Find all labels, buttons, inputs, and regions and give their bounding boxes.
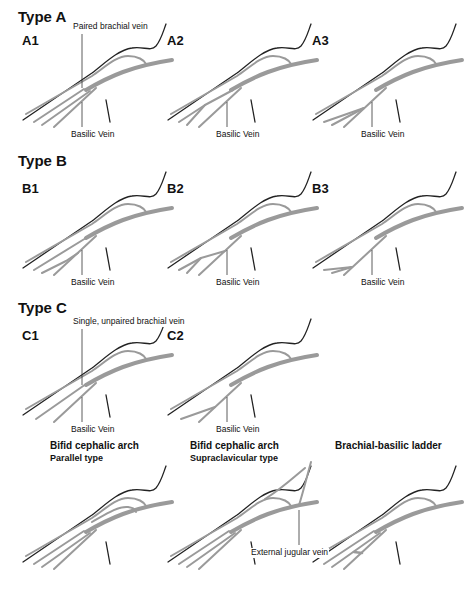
leader-line [82,250,83,275]
variant-ladder [313,466,462,569]
brachial-vein [181,407,215,419]
section-heading: Type A [18,8,66,25]
variant-a2 [168,24,317,127]
panel-label: A1 [22,34,39,49]
leader-line [299,510,300,545]
brachial-vein [187,533,235,567]
brachial-vein [42,253,78,273]
ladder-rung [354,552,362,553]
variant-c2 [168,319,317,422]
vein-label: Basilic Vein [215,425,260,435]
variant-a3 [313,24,462,127]
variant-b2 [168,172,317,275]
vein-label: Basilic Vein [360,130,405,140]
variant-c1 [23,319,172,422]
leader-line [227,397,228,422]
variant-a1 [23,24,172,127]
arm [313,24,462,127]
arm [23,24,172,127]
variant-title: Bifid cephalic arch [50,440,139,452]
brachial-vein [34,89,84,122]
arm [23,466,172,569]
brachial-vein [36,384,86,419]
section-heading: Type B [18,152,67,169]
brachial-vein [42,533,90,567]
brachial-vein [179,251,225,270]
leader-line [372,102,373,127]
brachial-vein [332,108,364,125]
leader-line [82,102,83,127]
arm [23,172,172,275]
leader-line [372,250,373,275]
panel-label: A3 [312,34,329,49]
arm [313,172,462,275]
leader-line [227,102,228,127]
brachial-vein [187,258,201,273]
section-heading: Type C [18,299,67,316]
brachial-vein [332,533,380,567]
variant-b1 [23,172,172,275]
arm [23,319,172,422]
brachial-vein [42,91,90,125]
vein-label: Basilic Vein [70,278,115,288]
leader-line [82,34,83,88]
variant-bifid-parallel [23,466,172,569]
vein-label: Basilic Vein [70,425,115,435]
variant-subtitle: Supraclavicular type [190,453,278,463]
brachial-vein [332,267,352,273]
vein-label: Basilic Vein [360,278,405,288]
arm [313,466,462,569]
brachial-vein [179,531,229,564]
brachial-vein [187,105,205,125]
variant-subtitle: Parallel type [50,453,103,463]
cephalic-arch-branch [92,507,136,522]
vein-label: Paired brachial vein [72,22,149,32]
leader-line [82,329,83,385]
brachial-vein [34,531,84,564]
brachial-vein [179,90,233,122]
arm [168,24,317,127]
leader-line [227,250,228,275]
variant-title: Brachial-basilic ladder [335,440,442,452]
panel-label: B3 [312,182,329,197]
vein-label: Basilic Vein [215,130,260,140]
panel-label: B2 [167,182,184,197]
cephalic-arch-branch [265,468,305,499]
panel-label: C1 [22,329,39,344]
arm [168,319,317,422]
panel-label: A2 [167,34,184,49]
variant-b3 [313,172,462,275]
external-jugular-vein [299,462,311,505]
vein-label: Basilic Vein [215,278,260,288]
vein-label: Single, unpaired brachial vein [72,317,186,327]
leader-line [82,397,83,422]
vein-label: External jugular vein [250,548,329,558]
panel-label: B1 [22,182,39,197]
vein-label: Basilic Vein [70,130,115,140]
variant-title: Bifid cephalic arch [190,440,279,452]
panel-label: C2 [167,329,184,344]
arm [168,172,317,275]
brachial-vein [324,531,374,564]
